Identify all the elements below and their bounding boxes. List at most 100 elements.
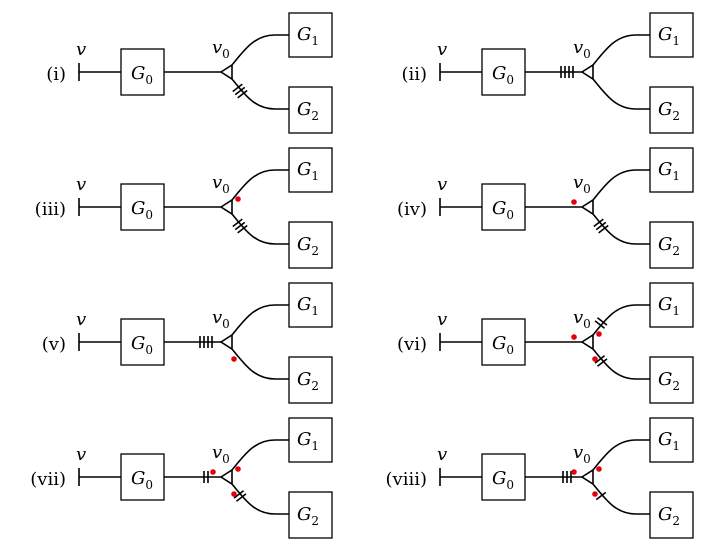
upper-ticks	[594, 317, 608, 329]
label-g1: G1	[297, 294, 319, 318]
box-g1	[649, 147, 694, 193]
panel-label: (v)	[42, 334, 66, 355]
edge-v0-g1	[592, 304, 650, 336]
edge-v0-g1	[231, 439, 289, 471]
vertex-v0	[580, 63, 594, 81]
box-g2	[649, 356, 694, 404]
marker-dot-upper	[596, 466, 602, 472]
edge-v0-g1	[231, 304, 289, 336]
label-g1: G1	[658, 159, 680, 183]
label-v0: v0	[573, 307, 591, 331]
label-g0: G0	[492, 333, 514, 357]
edge-v0-g2	[231, 213, 289, 245]
label-v: v	[76, 174, 86, 195]
box-g1	[288, 12, 333, 58]
edge-v0-g1	[592, 169, 650, 201]
edge-v0-g2	[231, 348, 289, 380]
vertex-v0	[580, 468, 594, 486]
marker-dot-upper	[235, 466, 241, 472]
lower-ticks	[232, 83, 248, 99]
label-g2: G2	[658, 99, 680, 123]
vertex-v0	[219, 468, 233, 486]
marker-dot-lower	[231, 491, 237, 497]
box-g0	[481, 183, 526, 231]
label-g2: G2	[297, 234, 319, 258]
label-v0: v0	[573, 442, 591, 466]
vertex-v0	[580, 198, 594, 216]
label-g2: G2	[658, 504, 680, 528]
box-g2	[288, 221, 333, 269]
panel-label: (ii)	[401, 64, 427, 85]
label-g1: G1	[658, 429, 680, 453]
edge-v0-g2	[592, 78, 650, 110]
stem-ticks	[199, 336, 213, 348]
box-g1	[288, 417, 333, 463]
box-g2	[288, 491, 333, 539]
marker-dot-stem	[571, 199, 577, 205]
panel-label: (vii)	[30, 469, 66, 490]
label-v: v	[76, 39, 86, 60]
label-v: v	[76, 444, 86, 465]
box-g0	[120, 183, 165, 231]
label-v0: v0	[573, 37, 591, 61]
lower-ticks	[233, 490, 247, 502]
panel-label: (viii)	[386, 469, 427, 490]
marker-dot-stem	[210, 469, 216, 475]
label-g1: G1	[658, 294, 680, 318]
label-g1: G1	[297, 159, 319, 183]
label-g0: G0	[131, 198, 153, 222]
box-g0	[120, 453, 165, 501]
panel-label: (iv)	[397, 199, 427, 220]
edge-v0-g2	[592, 483, 650, 515]
label-g2: G2	[297, 504, 319, 528]
label-v0: v0	[212, 37, 230, 61]
lower-ticks	[593, 218, 609, 234]
box-g2	[288, 356, 333, 404]
box-g2	[649, 86, 694, 134]
label-v0: v0	[573, 172, 591, 196]
edge-v0-g1	[231, 169, 289, 201]
label-g0: G0	[131, 333, 153, 357]
label-g0: G0	[492, 468, 514, 492]
box-g2	[649, 221, 694, 269]
box-g1	[288, 147, 333, 193]
edge-v0-g2	[592, 213, 650, 245]
vertex-v0	[219, 198, 233, 216]
stem-ticks	[203, 471, 209, 483]
label-v0: v0	[212, 172, 230, 196]
label-v: v	[437, 444, 447, 465]
label-g1: G1	[297, 24, 319, 48]
edge-v0-g1	[592, 439, 650, 471]
box-g1	[288, 282, 333, 328]
lower-ticks	[232, 218, 248, 234]
vertex-v0	[580, 333, 594, 351]
marker-dot-stem	[571, 334, 577, 340]
label-v: v	[437, 39, 447, 60]
label-v: v	[437, 174, 447, 195]
panel-label: (vi)	[397, 334, 427, 355]
panel-label: (i)	[46, 64, 66, 85]
stem-ticks	[562, 471, 572, 483]
label-g1: G1	[658, 24, 680, 48]
label-g0: G0	[131, 63, 153, 87]
vertex-v0	[219, 333, 233, 351]
panel-label: (iii)	[35, 199, 66, 220]
edge-v0-g1	[592, 34, 650, 66]
lower-ticks	[595, 491, 607, 501]
box-g1	[649, 417, 694, 463]
box-g0	[120, 318, 165, 366]
marker-dot-upper	[596, 331, 602, 337]
marker-dot-lower	[592, 491, 598, 497]
label-g0: G0	[492, 198, 514, 222]
label-g2: G2	[658, 234, 680, 258]
stem-ticks	[560, 66, 574, 78]
label-g0: G0	[131, 468, 153, 492]
